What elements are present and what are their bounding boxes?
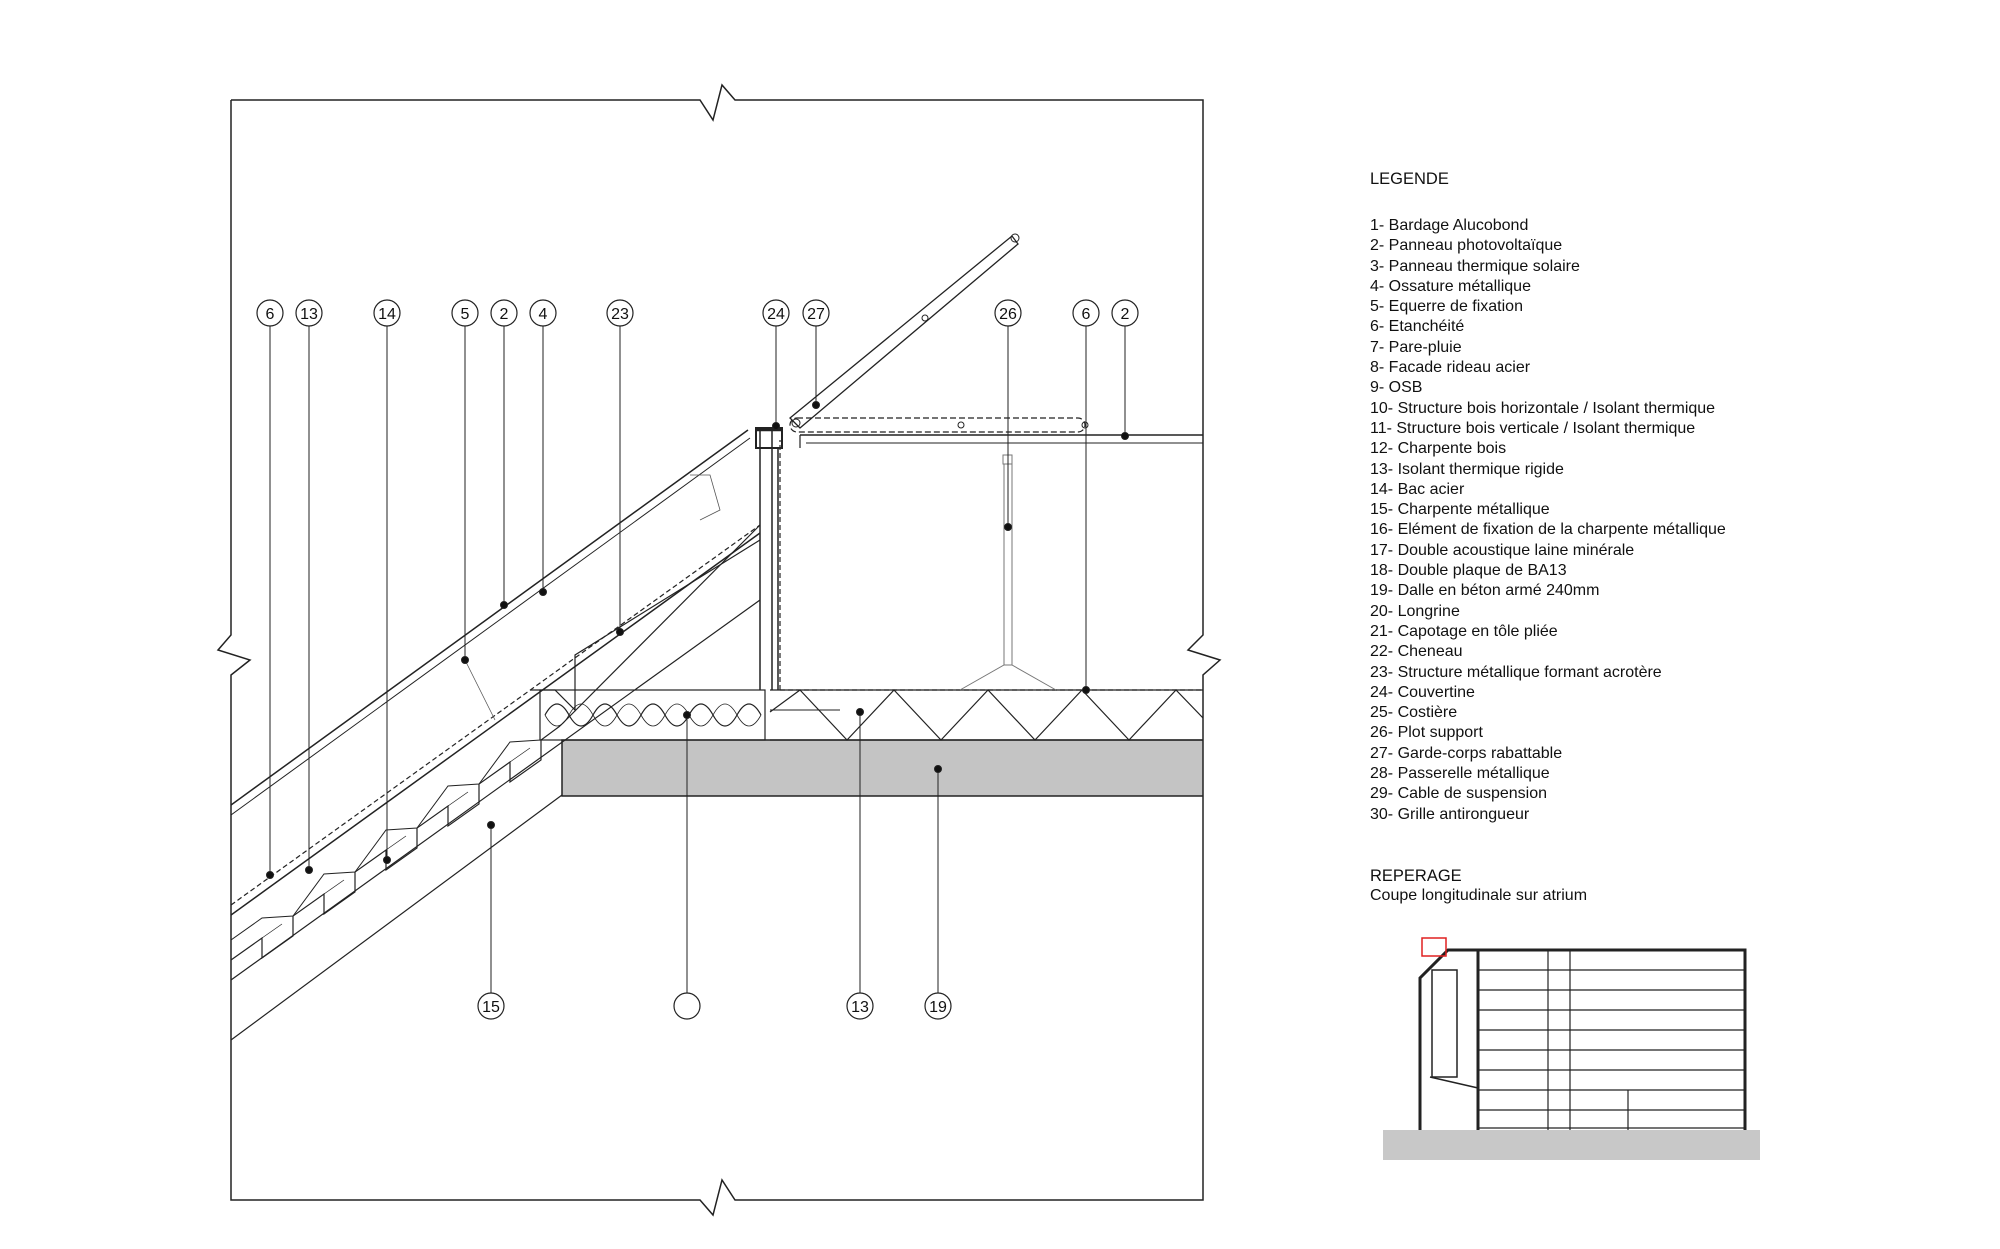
legend-item: 20- Longrine [1370,602,1460,620]
svg-text:13: 13 [851,999,869,1016]
legend-item: 25- Costière [1370,704,1458,722]
legend-item: 1- Bardage Alucobond [1370,217,1529,234]
acroterion-structure [530,427,1203,727]
legend-list: 1- Bardage Alucobond 2- Panneau photovol… [1370,216,1726,825]
legend-item: 2- Panneau photovoltaïque [1370,237,1563,255]
callout-2: 2 [490,299,518,327]
legend-item: 27- Garde-corps rabattable [1370,744,1563,762]
legend-item: 19- Dalle en béton armé 240mm [1370,582,1600,600]
legend-item: 15- Charpente métallique [1370,501,1550,519]
right-terrace [789,233,1203,691]
svg-text:4: 4 [539,306,548,323]
callout-4: 4 [529,299,557,327]
callouts-top: 6 13 14 5 2 4 23 24 27 26 6 2 [256,299,1139,327]
svg-text:26: 26 [999,306,1017,323]
legend-item: 5- Equerre de fixation [1370,298,1523,316]
legend-item: 17- Double acoustique laine minérale [1370,541,1635,559]
legend-item: 30- Grille antirongueur [1370,805,1530,823]
key-plan-highlight [1421,937,1447,957]
legend-item: 21- Capotage en tôle pliée [1370,622,1558,640]
pv-bracket [464,474,721,721]
key-plan [1383,937,1760,1160]
callout-27: 27 [802,299,830,327]
legend-item: 23- Structure métallique formant acrotèr… [1370,663,1662,681]
legend-item: 28- Passerelle métallique [1370,765,1550,783]
legend-item: 18- Double plaque de BA13 [1370,562,1567,580]
svg-text:27: 27 [807,306,825,323]
callout-13: 13 [295,299,323,327]
legend-item: 12- Charpente bois [1370,440,1507,458]
reperage-subtitle: Coupe longitudinale sur atrium [1370,887,1588,904]
svg-text:2: 2 [500,306,509,323]
svg-text:6: 6 [266,306,275,323]
svg-text:2: 2 [1121,306,1130,323]
legend-item: 22- Cheneau [1370,643,1463,661]
callout-15: 15 [477,992,505,1020]
legend-item: 11- Structure bois verticale / Isolant t… [1370,419,1696,437]
drawing-frame [216,83,1222,1217]
callouts-bottom: 15 13 19 [477,992,952,1020]
svg-text:23: 23 [611,306,629,323]
legend-item: 29- Cable de suspension [1370,785,1548,803]
legend-item: 16- Elément de fixation de la charpente … [1370,521,1726,539]
legend-item: 3- Panneau thermique solaire [1370,257,1580,275]
svg-text:15: 15 [482,999,500,1016]
callout-24: 24 [762,299,790,327]
legend-item: 24- Couvertine [1370,683,1475,701]
svg-text:5: 5 [461,306,470,323]
callout-13b: 13 [846,992,874,1020]
legend: LEGENDE 1- Bardage Alucobond 2- Panneau … [1370,170,1726,825]
callout-14: 14 [373,299,401,327]
svg-text:13: 13 [300,306,318,323]
callout-6: 6 [256,299,284,327]
legend-item: 8- Facade rideau acier [1370,359,1531,377]
legend-item: 7- Pare-pluie [1370,338,1462,356]
reperage-title: REPERAGE [1370,867,1462,885]
svg-text:6: 6 [1082,306,1091,323]
callout-empty [673,992,701,1020]
leader-lines [266,326,1129,993]
insulation-block [539,689,766,741]
reperage: REPERAGE Coupe longitudinale sur atrium [1370,866,1587,906]
legend-item: 6- Etanchéité [1370,318,1465,336]
legend-title: LEGENDE [1370,170,1449,188]
sloped-roof-layers [231,429,761,1041]
callout-2b: 2 [1111,299,1139,327]
svg-text:19: 19 [929,999,947,1016]
svg-text:14: 14 [378,306,396,323]
legend-item: 4- Ossature métallique [1370,277,1531,295]
legend-item: 14- Bac acier [1370,480,1465,498]
callout-23: 23 [606,299,634,327]
legend-item: 26- Plot support [1370,724,1483,742]
callout-6b: 6 [1072,299,1100,327]
legend-item: 13- Isolant thermique rigide [1370,460,1564,478]
legend-item: 9- OSB [1370,379,1423,397]
callout-26: 26 [994,299,1022,327]
svg-text:24: 24 [767,306,785,323]
concrete-slab [561,739,1203,797]
callout-19: 19 [924,992,952,1020]
legend-item: 10- Structure bois horizontale / Isolant… [1370,399,1716,417]
roof-deck-zigzag [769,689,1203,741]
key-plan-ground [1383,1130,1760,1160]
callout-5: 5 [451,299,479,327]
